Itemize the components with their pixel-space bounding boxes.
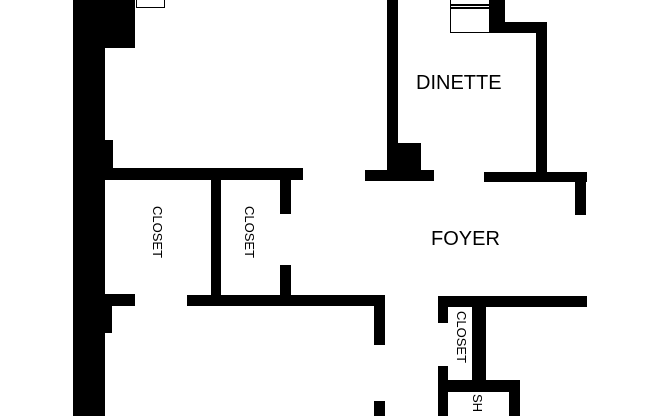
window-top-left (136, 0, 165, 8)
dinette-right-wall (536, 22, 547, 182)
foyer-right-jamb (575, 172, 586, 215)
exterior-wall-top-thick (73, 0, 135, 48)
room-label-closet-middle: CLOSET (242, 206, 257, 259)
closet-right-jamb-top (438, 296, 448, 323)
lower-right-top-wall (438, 296, 587, 307)
room-label-dinette: DINETTE (416, 72, 502, 94)
closet-bottom-wall (187, 295, 385, 306)
room-label-closet-right: CLOSET (454, 311, 469, 364)
wall-stub (105, 294, 135, 306)
exterior-wall-left (73, 0, 105, 416)
wall-bump (105, 140, 113, 170)
closet-divider (211, 180, 221, 297)
window-mullion (451, 4, 489, 6)
closet-top-wall (105, 168, 303, 180)
room-label-shower: SH (470, 394, 485, 413)
dinette-column (387, 143, 421, 173)
dinette-bottom-left-wall (365, 170, 434, 181)
shower-right-wall (509, 380, 520, 416)
wall-bump (105, 305, 112, 333)
window-mullion (451, 7, 489, 9)
dinette-bottom-right-wall (484, 172, 587, 182)
closet-right-back-wall (472, 296, 486, 392)
wall-vertical-stub-bottom (374, 401, 385, 416)
closet-door-jamb-top (280, 180, 291, 214)
dinette-left-wall (387, 0, 398, 172)
dinette-top-right-wall-horizontal (489, 22, 547, 33)
room-label-closet-left: CLOSET (150, 206, 165, 259)
closet-door-jamb-bottom (280, 265, 291, 297)
wall-vertical-stub (374, 295, 385, 345)
shower-top-wall (448, 380, 520, 392)
closet-right-jamb-bottom (438, 366, 448, 416)
room-label-foyer: FOYER (431, 228, 500, 250)
